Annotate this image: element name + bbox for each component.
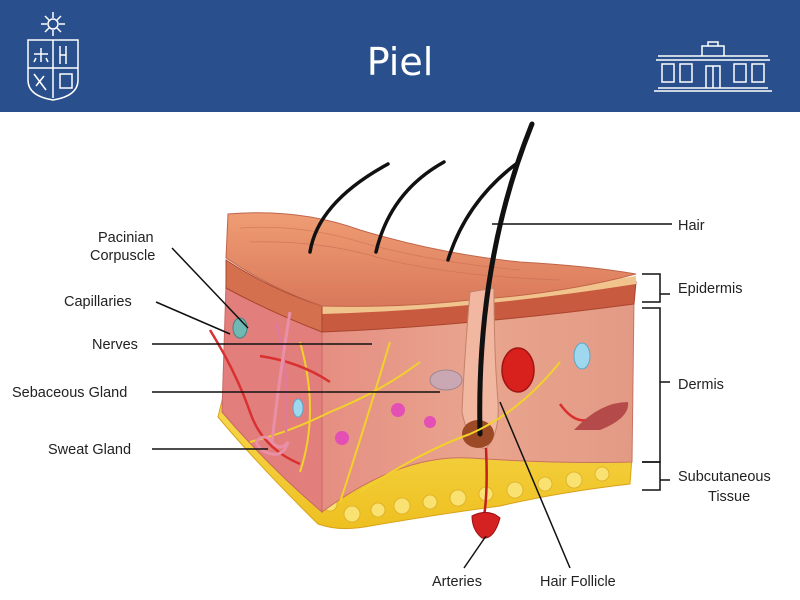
- skin-surface: [225, 212, 637, 307]
- epidermis-side-face: [225, 259, 323, 333]
- label-pacinian-line1: Pacinian: [98, 230, 154, 246]
- artery-shape: [471, 512, 501, 539]
- pacinian-corpuscle-shape: [232, 317, 248, 339]
- slide-title: Piel: [366, 40, 434, 84]
- label-epidermis: Epidermis: [678, 281, 742, 297]
- university-crest-icon: [27, 12, 79, 101]
- label-hair-follicle: Hair Follicle: [540, 574, 616, 590]
- label-subcutaneous-line2: Tissue: [708, 489, 750, 505]
- label-pacinian-line2: Corpuscle: [90, 248, 155, 264]
- label-hair: Hair: [678, 218, 705, 234]
- sensory-receptors: [335, 403, 436, 445]
- leader-lines: [152, 223, 672, 569]
- arrector-muscle: [574, 402, 629, 430]
- corpuscle-blue-1: [573, 342, 591, 370]
- building-logo-icon: [654, 41, 772, 92]
- label-sebaceous-gland: Sebaceous Gland: [12, 385, 127, 401]
- sebaceous-gland-shape: [429, 369, 463, 391]
- label-sweat-gland: Sweat Gland: [48, 442, 131, 458]
- label-dermis: Dermis: [678, 377, 724, 393]
- corpuscle-blue-2: [292, 398, 304, 418]
- blood-vessels: [208, 321, 601, 517]
- sweat-gland-coil: [254, 311, 292, 456]
- label-subcutaneous-line1: Subcutaneous: [678, 469, 771, 485]
- label-arteries: Arteries: [432, 574, 482, 590]
- vessel-cross-section: [501, 347, 535, 393]
- label-capillaries: Capillaries: [64, 294, 132, 310]
- nerve-fibers: [249, 341, 561, 503]
- skin-diagram: Hair Epidermis Dermis Subcutaneous Tissu…: [12, 121, 771, 590]
- label-nerves: Nerves: [92, 337, 138, 353]
- slide-header: Piel: [0, 0, 800, 112]
- hair-shafts: [308, 121, 535, 437]
